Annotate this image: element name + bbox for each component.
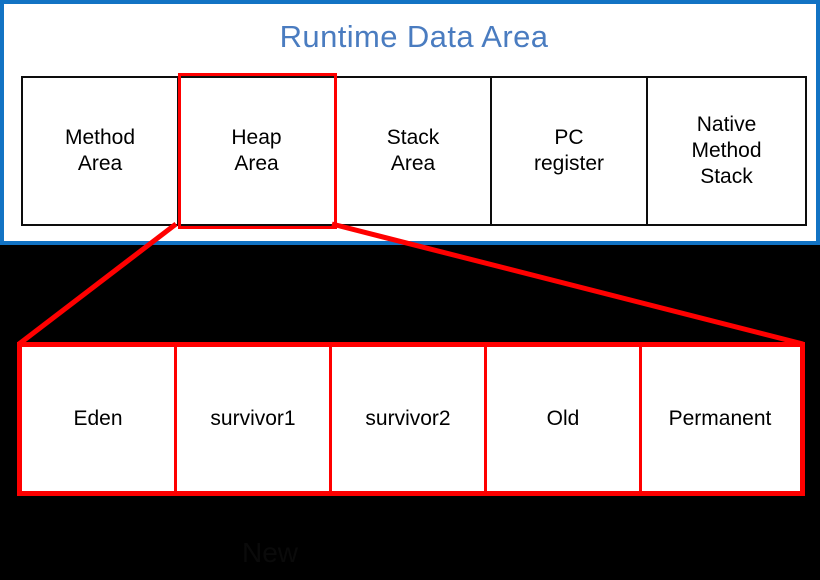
heap-generations-row: Eden survivor1 survivor2 Old Permanent <box>17 342 805 496</box>
heap-cell-old[interactable]: Old <box>487 347 642 491</box>
runtime-cell-label: PC register <box>533 126 605 175</box>
runtime-cell-native-method-stack[interactable]: Native Method Stack <box>648 78 805 224</box>
runtime-cell-pc-register[interactable]: PC register <box>492 78 648 224</box>
runtime-cell-label: Native Method Stack <box>691 113 762 188</box>
runtime-cell-label: Stack Area <box>386 126 440 175</box>
heap-cell-eden[interactable]: Eden <box>22 347 177 491</box>
heap-cell-label: survivor1 <box>210 407 296 430</box>
runtime-cell-heap-area[interactable]: Heap Area <box>179 78 336 224</box>
runtime-cell-label: Heap Area <box>231 126 282 175</box>
runtime-cell-method-area[interactable]: Method Area <box>23 78 179 224</box>
runtime-cell-stack-area[interactable]: Stack Area <box>336 78 492 224</box>
heap-cell-permanent[interactable]: Permanent <box>642 347 798 491</box>
runtime-cell-label: Method Area <box>64 126 136 175</box>
heap-cell-label: Permanent <box>668 407 772 430</box>
heap-cell-survivor2[interactable]: survivor2 <box>332 347 487 491</box>
heap-cell-survivor1[interactable]: survivor1 <box>177 347 332 491</box>
runtime-data-area-panel: Runtime Data Area Method Area Heap Area … <box>0 0 820 245</box>
runtime-area-row: Method Area Heap Area Stack Area PC regi… <box>21 76 807 226</box>
figure-caption: New <box>241 537 298 568</box>
heap-cell-label: Eden <box>73 407 123 430</box>
heap-cell-label: Old <box>546 407 580 430</box>
page-title: Runtime Data Area <box>279 19 549 54</box>
heap-cell-label: survivor2 <box>365 407 451 430</box>
